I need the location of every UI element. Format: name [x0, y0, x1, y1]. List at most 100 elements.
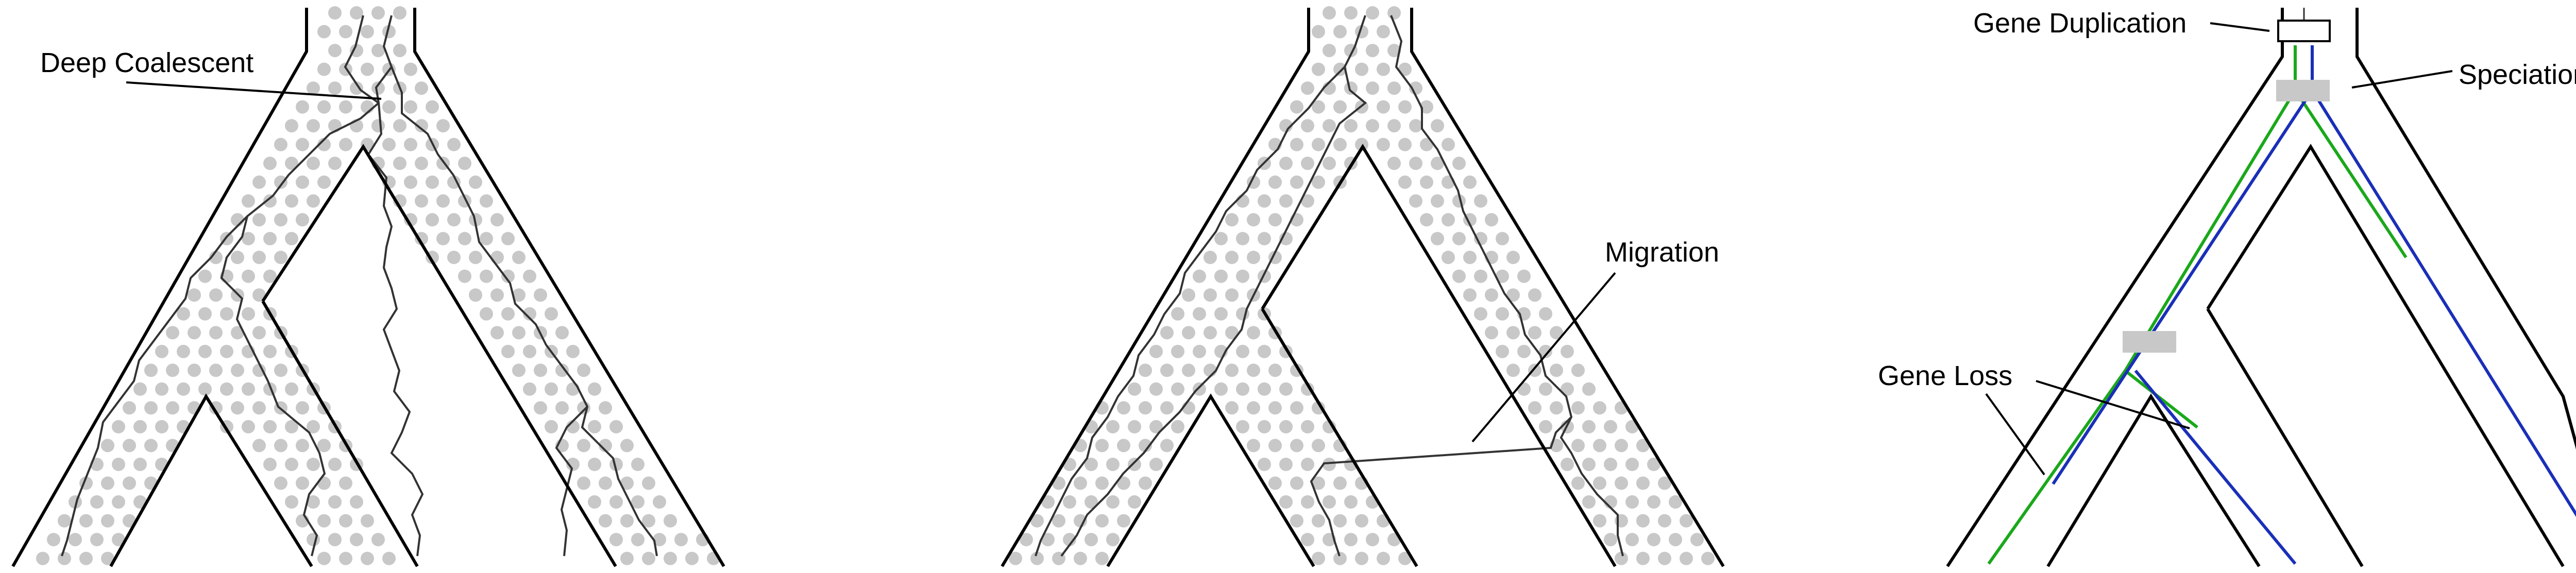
population-dot [609, 420, 623, 433]
population-dot [577, 401, 590, 415]
population-dot [1030, 514, 1044, 528]
population-dot [1139, 401, 1152, 415]
population-dot [307, 157, 320, 170]
population-dot [1517, 382, 1531, 396]
label-gene-duplication: Gene Duplication [1973, 8, 2187, 39]
population-dot [1387, 119, 1401, 133]
population-dot [523, 269, 536, 283]
population-dot [1225, 401, 1239, 415]
population-dot [1420, 137, 1433, 151]
population-dot [90, 495, 104, 509]
population-dot [545, 420, 558, 433]
population-dot [620, 476, 634, 490]
population-dot [1366, 81, 1379, 95]
population-dot [620, 439, 634, 453]
lineage-path [344, 15, 424, 557]
population-dot [1344, 81, 1358, 95]
population-dot [1204, 288, 1217, 302]
population-dot [1149, 420, 1163, 433]
population-dot [1193, 382, 1206, 396]
population-dot [1290, 175, 1303, 189]
population-dot [1279, 420, 1293, 433]
population-dot [404, 62, 417, 76]
population-dot [1366, 6, 1379, 20]
population-dot [317, 175, 331, 189]
population-dot [1128, 495, 1141, 509]
population-dot [1193, 344, 1206, 358]
population-dot [426, 175, 439, 189]
population-dot [252, 213, 266, 227]
population-dot [198, 269, 212, 283]
population-dot [1323, 119, 1336, 133]
population-dot [1041, 533, 1055, 547]
population-dot [1139, 476, 1152, 490]
population-dot [198, 307, 212, 321]
species-tree-outline [11, 8, 725, 567]
population-dot [1431, 194, 1444, 208]
population-dot [1398, 175, 1412, 189]
population-dot [458, 269, 471, 283]
population-dot [1117, 439, 1130, 453]
population-dot [664, 514, 677, 528]
population-dot [436, 232, 450, 246]
population-dot [480, 232, 493, 246]
population-dot [404, 213, 417, 227]
panel-deep-coalescence [11, 6, 725, 567]
population-dot [1593, 476, 1606, 490]
population-dot [220, 382, 233, 396]
population-dot [307, 119, 320, 133]
population-dot [252, 439, 266, 453]
population-dot [296, 100, 309, 114]
population-dot [555, 326, 569, 340]
population-dot [328, 533, 342, 547]
population-dot [58, 514, 71, 528]
population-dot [1452, 157, 1466, 170]
population-dot [1333, 100, 1347, 114]
population-dot [1528, 326, 1541, 340]
population-dot [1247, 326, 1260, 340]
population-dot [1636, 551, 1650, 565]
population-dot [350, 81, 363, 95]
population-dot [1496, 307, 1509, 321]
population-dot [1268, 213, 1282, 227]
population-dot [1615, 476, 1628, 490]
annotation-arrow [126, 81, 382, 100]
population-dot [1225, 326, 1239, 340]
population-dot [1452, 269, 1466, 283]
population-dot [1539, 344, 1552, 358]
population-dot [328, 157, 342, 170]
population-dot [1247, 251, 1260, 264]
population-dot [188, 326, 201, 340]
population-dot [642, 551, 655, 565]
population-dot [588, 382, 601, 396]
population-dot [1680, 514, 1693, 528]
population-dot [1463, 175, 1477, 189]
population-dot [144, 401, 158, 415]
population-dot [426, 213, 439, 227]
population-dot [566, 458, 580, 471]
population-dot [1160, 439, 1174, 453]
population-dot [609, 533, 623, 547]
population-dot [166, 363, 179, 377]
gene-copy-green [1987, 45, 2408, 565]
population-dot [415, 194, 428, 208]
population-dot [188, 288, 201, 302]
population-dot [1506, 288, 1520, 302]
population-dot [1171, 344, 1184, 358]
population-dot [112, 420, 125, 433]
population-dot [1539, 307, 1552, 321]
population-dot [1669, 533, 1682, 547]
population-dot [1279, 495, 1293, 509]
population-dot [1268, 401, 1282, 415]
population-dot [242, 420, 255, 433]
population-dot [1593, 439, 1606, 453]
population-dot [1355, 551, 1368, 565]
population-dot [1355, 514, 1368, 528]
population-dot [133, 420, 147, 433]
population-dot [1301, 420, 1314, 433]
population-dot [577, 363, 590, 377]
population-dot [1355, 62, 1368, 76]
population-dot [177, 307, 190, 321]
